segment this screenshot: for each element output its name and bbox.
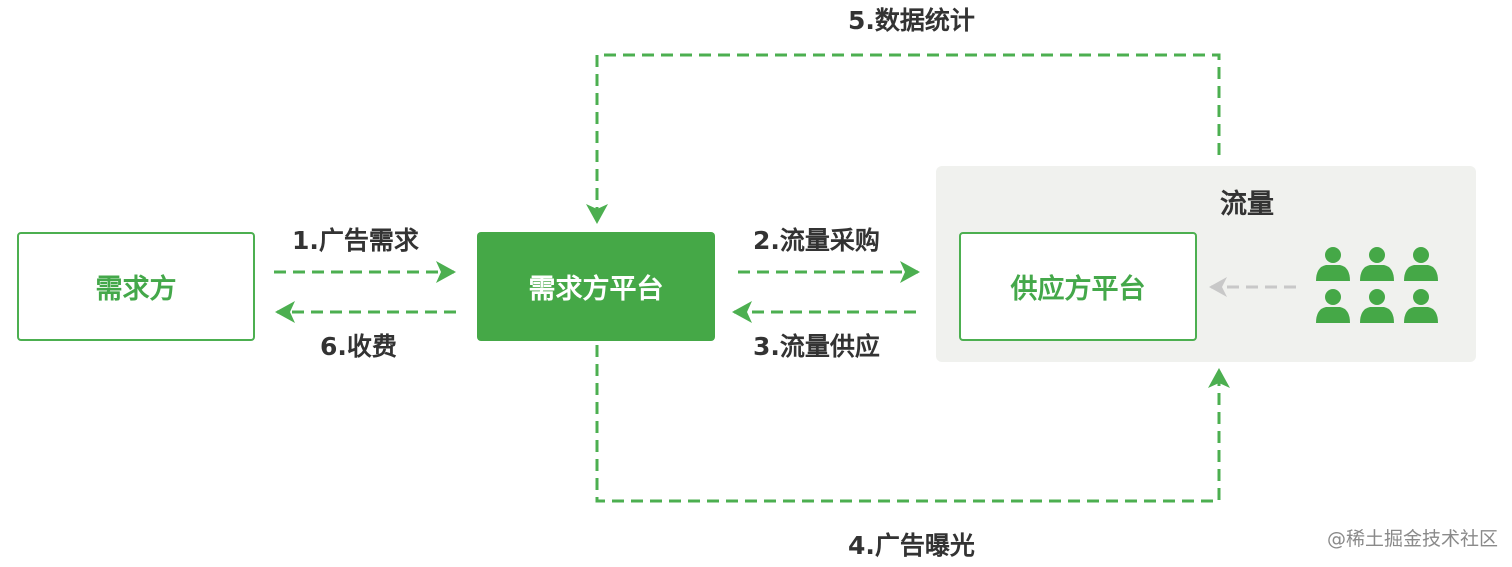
label-ad-request: 1.广告需求 xyxy=(292,226,419,255)
user-icon-group xyxy=(1316,247,1438,323)
user-icon xyxy=(1360,247,1394,281)
arrow-data-statistics xyxy=(586,53,1221,224)
watermark: @稀土掘金技术社区 xyxy=(1326,528,1498,550)
traffic-label: 流量 xyxy=(1220,189,1274,220)
label-traffic-purchase: 2.流量采购 xyxy=(753,226,880,255)
supply-platform-label: 供应方平台 xyxy=(1010,274,1146,305)
label-data-statistics: 5.数据统计 xyxy=(848,6,975,35)
supply-platform-node: 供应方平台 xyxy=(959,232,1197,341)
arrow-ad-exposure xyxy=(595,345,1230,503)
demand-platform-label: 需求方平台 xyxy=(528,274,664,305)
label-charging: 6.收费 xyxy=(320,332,397,361)
user-icon xyxy=(1316,289,1350,323)
demand-platform-node: 需求方平台 xyxy=(477,232,715,341)
user-icon xyxy=(1404,289,1438,323)
label-ad-exposure: 4.广告曝光 xyxy=(848,531,975,560)
user-icon xyxy=(1360,289,1394,323)
demand-side-label: 需求方 xyxy=(95,274,177,305)
user-icon xyxy=(1316,247,1350,281)
user-icon xyxy=(1404,247,1438,281)
label-traffic-supply: 3.流量供应 xyxy=(753,332,880,361)
demand-side-node: 需求方 xyxy=(17,232,255,341)
